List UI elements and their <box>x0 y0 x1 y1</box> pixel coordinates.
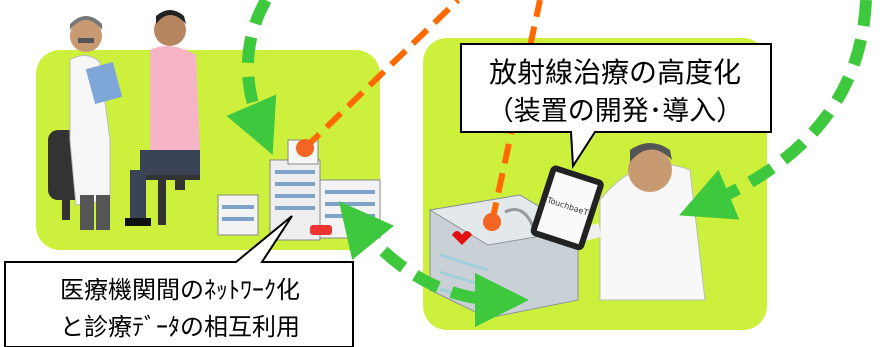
device-network-node <box>483 213 501 231</box>
callout-network: 医療機関間のﾈｯﾄﾜｰｸ化 と診療ﾃﾞｰﾀの相互利用 <box>4 215 354 347</box>
technician-with-tablet-illustration: TouchbaeT <box>530 143 706 301</box>
hospital-network-node <box>296 139 314 157</box>
arrow-top-right <box>679 0 872 220</box>
callout-radiation-line2: （装置の開発･導入） <box>487 96 744 127</box>
flow-arrows <box>226 0 872 327</box>
callout-radiation-line1: 放射線治療の高度化 <box>489 56 741 89</box>
network-dashed-lines <box>302 0 543 223</box>
callout-radiation-therapy: 放射線治療の高度化 （装置の開発･導入） <box>460 43 772 170</box>
arrow-top-left <box>226 0 277 155</box>
callout-network-line2: と診療ﾃﾞｰﾀの相互利用 <box>60 313 300 341</box>
doctor-consultation-illustration <box>48 10 200 230</box>
arrow-bottom-bidirectional <box>338 201 529 327</box>
callout-network-line1: 医療機関間のﾈｯﾄﾜｰｸ化 <box>60 276 300 304</box>
